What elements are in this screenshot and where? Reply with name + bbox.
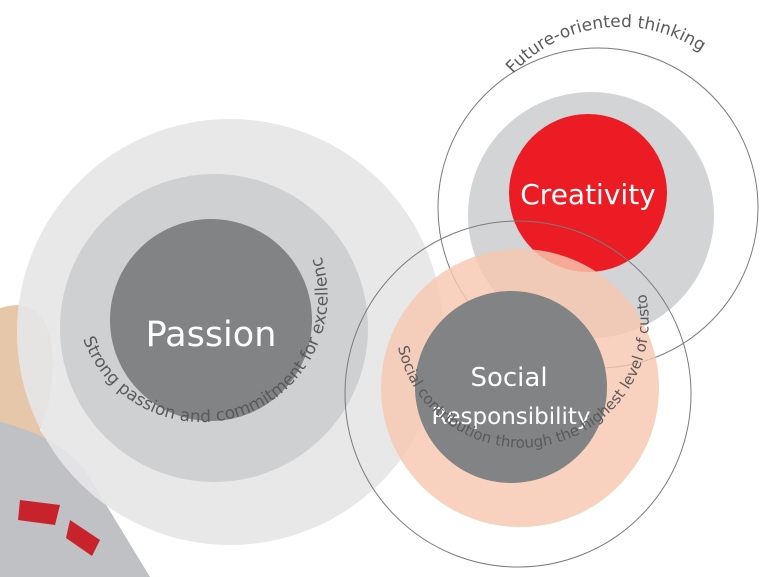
passion-group: Passion Strong passion and commitment fo… bbox=[0, 0, 443, 545]
social-title-line2: Responsibility bbox=[431, 404, 590, 430]
social-outline bbox=[344, 220, 692, 568]
social-core bbox=[415, 291, 607, 483]
creativity-description-path: Future-oriented thinking bbox=[502, 12, 709, 78]
social-title-line1: Social bbox=[470, 363, 547, 393]
creativity-description: Future-oriented thinking bbox=[502, 12, 709, 78]
passion-title: Passion bbox=[146, 315, 277, 355]
creativity-title: Creativity bbox=[520, 178, 656, 211]
passion-core bbox=[110, 219, 312, 421]
creativity-core bbox=[509, 114, 667, 272]
